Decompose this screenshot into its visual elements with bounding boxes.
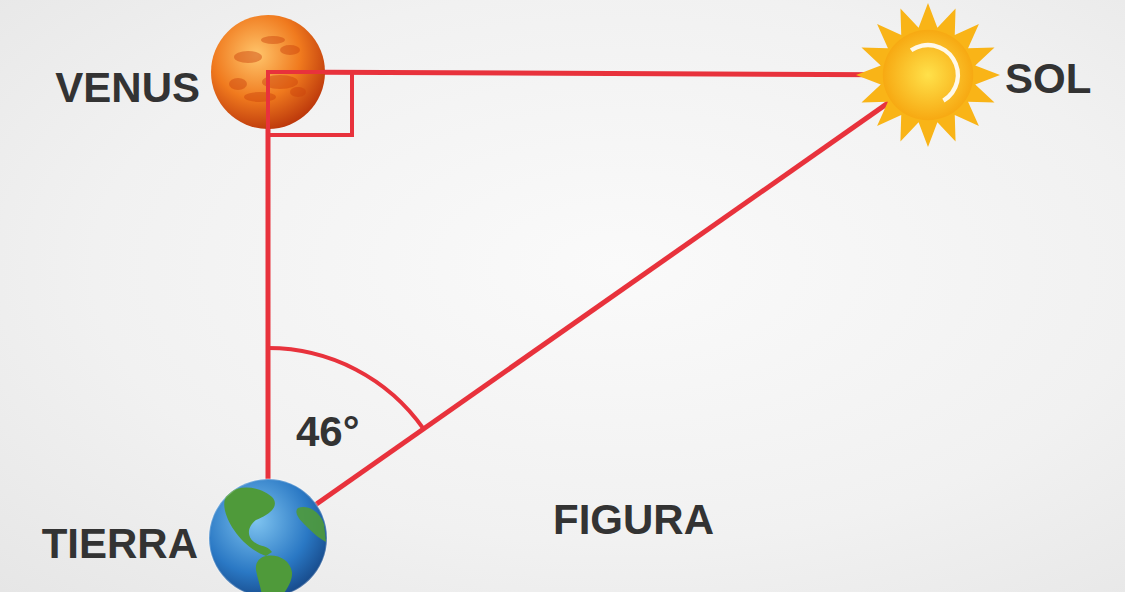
triangle-side [315, 101, 890, 504]
right-angle-marker [268, 72, 352, 135]
body-label: TIERRA [42, 523, 198, 565]
angle-value: 46° [296, 411, 360, 453]
venus-shape [210, 14, 326, 130]
planet-earth: TIERRA [208, 478, 328, 592]
triangle-side [324, 72, 882, 75]
sun-shape [855, 2, 1001, 148]
planet-venus: VENUS [210, 14, 326, 130]
figure-caption: FIGURA [553, 499, 714, 541]
earth-shape [208, 478, 328, 592]
body-label: SOL [1005, 58, 1091, 100]
sun-body: SOL [855, 2, 1001, 148]
body-label: VENUS [55, 67, 200, 109]
triangle-side [266, 128, 271, 480]
